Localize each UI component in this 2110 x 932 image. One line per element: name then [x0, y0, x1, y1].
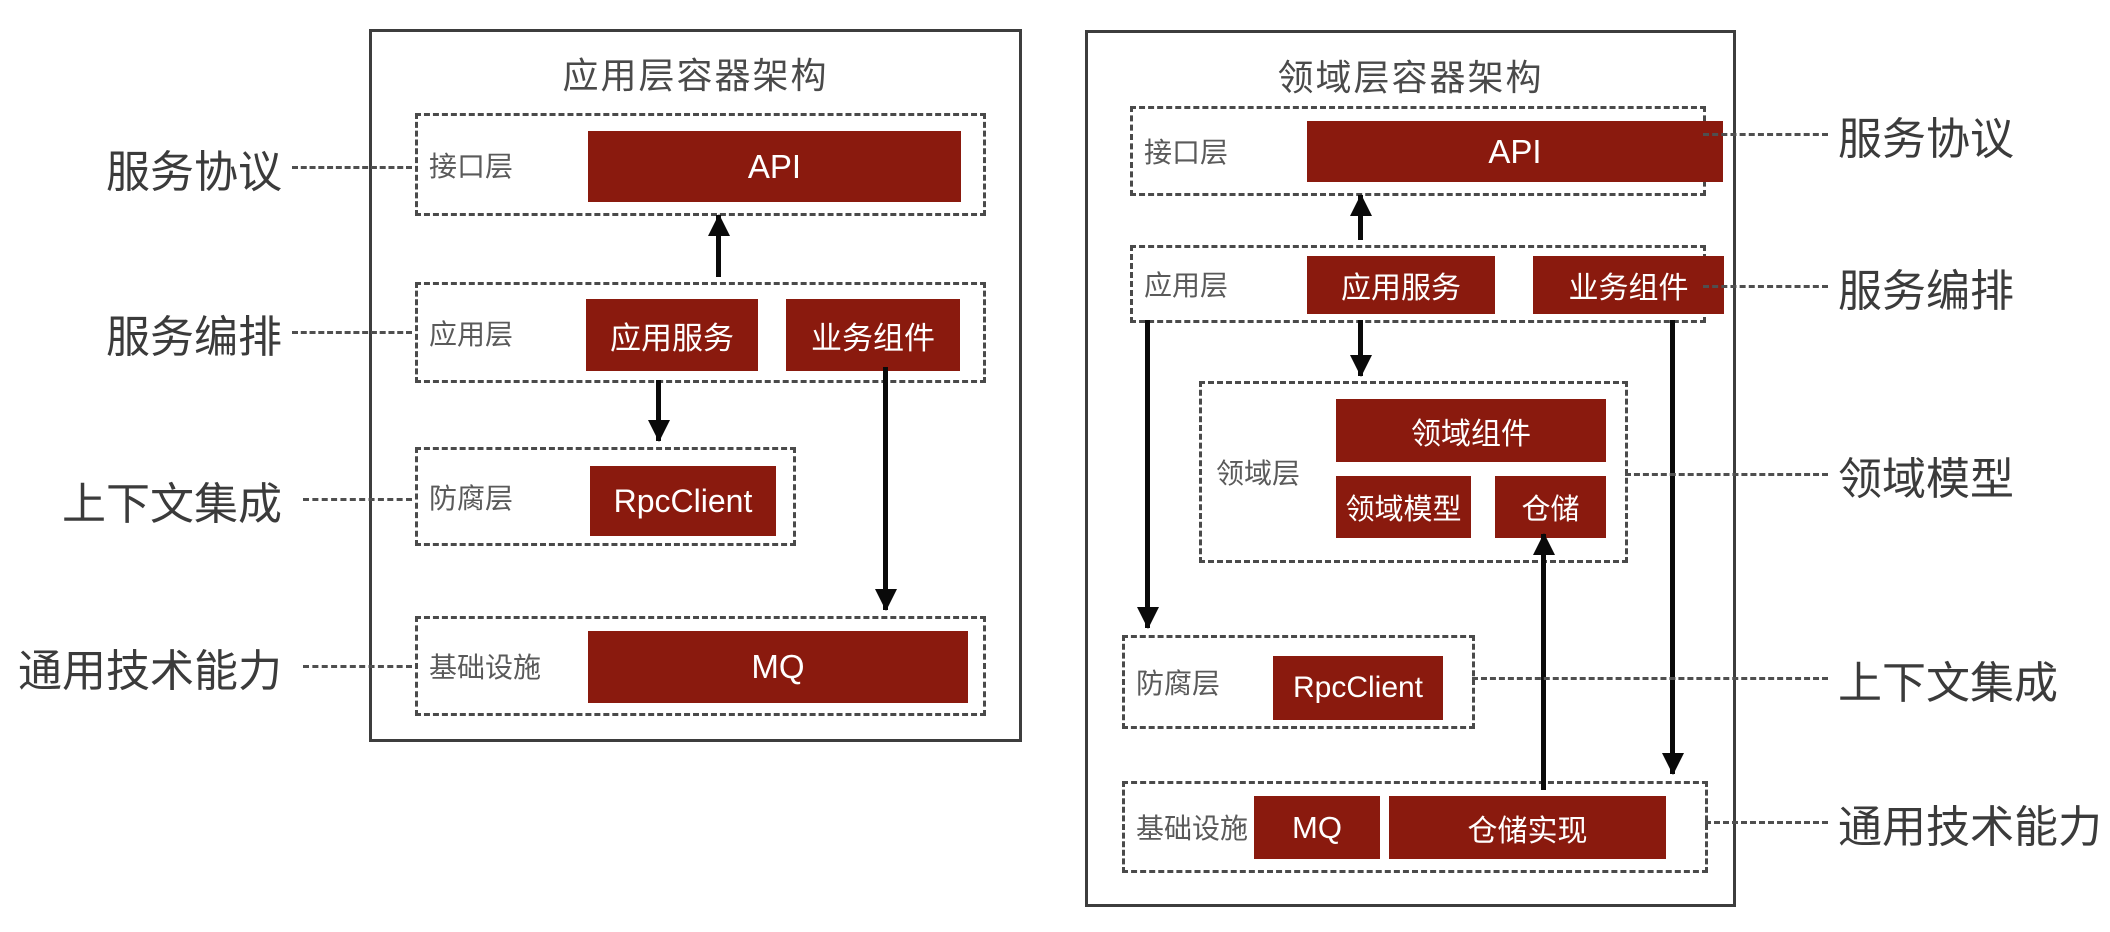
- right-layer-acl-label: 防腐层: [1136, 668, 1221, 699]
- left-connector-context-integration: [303, 498, 412, 501]
- left-connector-common-tech: [303, 665, 412, 668]
- right-box-rpcclient: RpcClient: [1273, 656, 1443, 720]
- right-label-service-orchestration: 服务编排: [1838, 267, 2014, 316]
- right-diagram-frame: 领域层容器架构 接口层 API 应用层 应用服务 业务组件 领域层 领域组件 领…: [1085, 30, 1736, 907]
- right-layer-interface-label: 接口层: [1144, 137, 1229, 168]
- right-diagram-title: 领域层容器架构: [1277, 57, 1544, 98]
- left-layer-interface: 接口层 API: [415, 113, 986, 216]
- left-label-common-tech: 通用技术能力: [18, 647, 282, 696]
- right-layer-acl: 防腐层 RpcClient: [1122, 635, 1475, 729]
- left-label-service-orchestration: 服务编排: [106, 313, 282, 362]
- right-box-mq: MQ: [1254, 796, 1380, 859]
- left-layer-application: 应用层 应用服务 业务组件: [415, 282, 986, 383]
- left-diagram-title: 应用层容器架构: [562, 55, 829, 96]
- right-box-app-service: 应用服务: [1307, 256, 1495, 314]
- left-layer-infra-label: 基础设施: [429, 652, 542, 683]
- right-arrow-appservice-to-domain: [1358, 320, 1363, 376]
- left-box-biz-component: 业务组件: [786, 299, 960, 371]
- left-label-context-integration: 上下文集成: [62, 480, 282, 529]
- right-box-repository-impl: 仓储实现: [1389, 796, 1666, 859]
- right-label-domain-model: 领域模型: [1838, 455, 2014, 504]
- left-connector-service-orchestration: [292, 331, 412, 334]
- right-connector-common-tech: [1705, 821, 1828, 824]
- left-diagram-frame: 应用层容器架构 接口层 API 应用层 应用服务 业务组件 防腐层 RpcCli…: [369, 29, 1022, 742]
- right-layer-domain: 领域层 领域组件 领域模型 仓储: [1199, 381, 1628, 563]
- left-layer-application-label: 应用层: [429, 318, 514, 350]
- right-connector-service-protocol: [1703, 133, 1828, 136]
- right-box-repository: 仓储: [1495, 476, 1606, 538]
- left-arrow-appservice-to-api: [716, 215, 721, 277]
- left-layer-interface-label: 接口层: [429, 150, 514, 182]
- left-arrow-bizcomponent-to-mq: [883, 367, 888, 610]
- left-arrow-appservice-to-rpcclient: [656, 380, 661, 441]
- right-box-api: API: [1307, 121, 1723, 182]
- right-connector-context-integration: [1472, 677, 1828, 680]
- right-arrow-bizcomponent-to-infra: [1670, 320, 1675, 774]
- left-layer-acl: 防腐层 RpcClient: [415, 447, 796, 546]
- right-layer-infra-label: 基础设施: [1136, 813, 1249, 844]
- right-connector-domain-model: [1625, 473, 1828, 476]
- right-layer-infra: 基础设施 MQ 仓储实现: [1122, 781, 1708, 873]
- left-connector-service-protocol: [292, 166, 412, 169]
- right-layer-domain-label: 领域层: [1216, 458, 1301, 489]
- right-layer-application: 应用层 应用服务 业务组件: [1130, 245, 1724, 323]
- right-connector-service-orchestration: [1703, 285, 1828, 288]
- right-arrow-application-to-acl: [1145, 320, 1150, 628]
- right-layer-application-label: 应用层: [1144, 270, 1229, 301]
- left-layer-acl-label: 防腐层: [429, 482, 514, 514]
- left-box-api: API: [588, 131, 961, 202]
- left-box-mq: MQ: [588, 631, 968, 703]
- right-label-context-integration: 上下文集成: [1838, 659, 2058, 708]
- left-box-rpcclient: RpcClient: [590, 466, 776, 536]
- right-arrow-appservice-to-api: [1358, 195, 1363, 240]
- right-label-common-tech: 通用技术能力: [1838, 803, 2102, 852]
- left-layer-infra: 基础设施 MQ: [415, 616, 986, 716]
- right-box-domain-model: 领域模型: [1336, 476, 1471, 538]
- right-layer-interface: 接口层 API: [1130, 106, 1723, 196]
- right-box-domain-component: 领域组件: [1336, 399, 1606, 462]
- left-box-app-service: 应用服务: [586, 299, 758, 371]
- right-label-service-protocol: 服务协议: [1838, 115, 2014, 164]
- right-arrow-repoimpl-to-repository: [1541, 534, 1546, 790]
- right-box-biz-component: 业务组件: [1533, 256, 1724, 314]
- left-label-service-protocol: 服务协议: [106, 148, 282, 197]
